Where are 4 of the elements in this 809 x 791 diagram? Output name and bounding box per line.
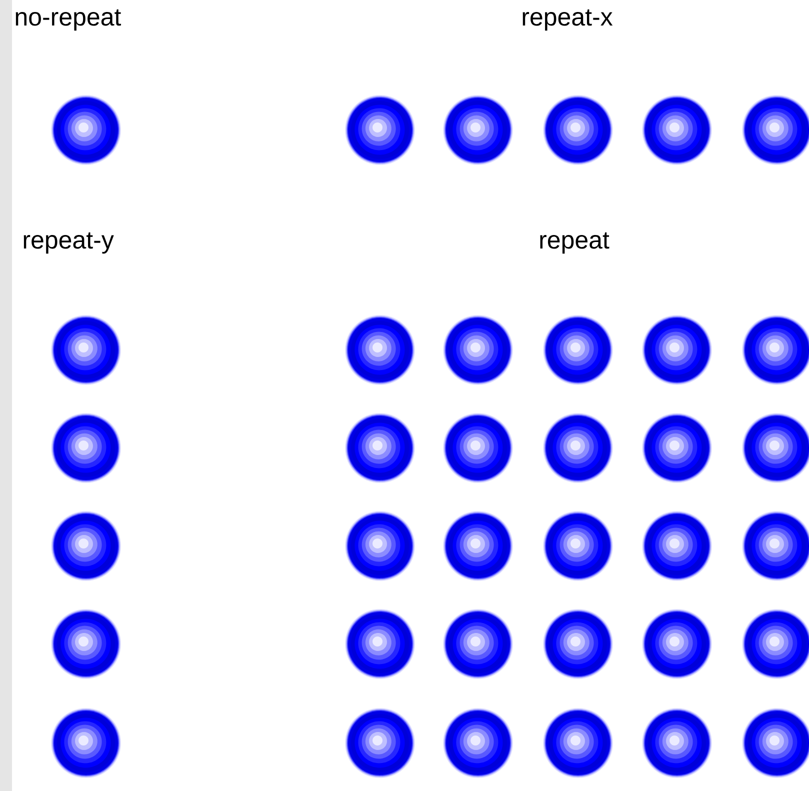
section-label: no-repeat [16, 9, 121, 31]
section-label: repeat [540, 232, 610, 254]
section-label: repeat-y [24, 232, 114, 254]
section-label: repeat-x [522, 9, 613, 31]
